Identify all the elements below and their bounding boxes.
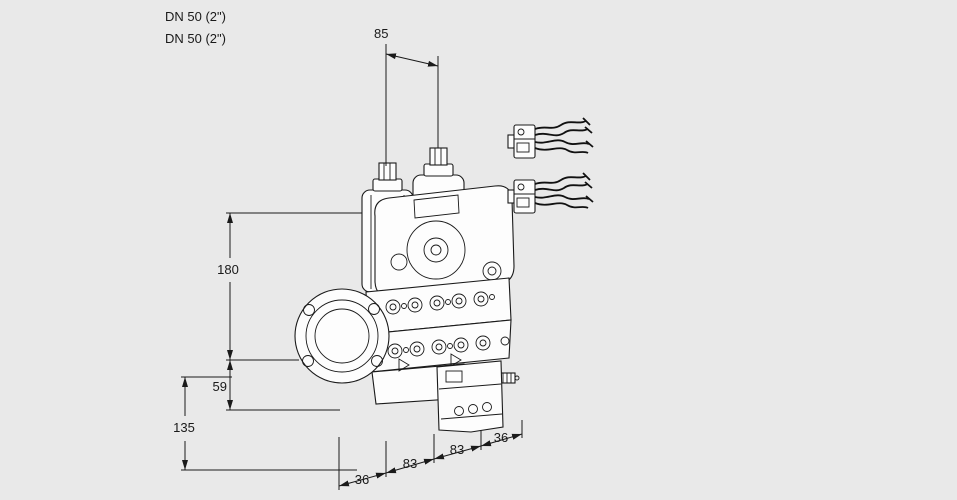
dim-59-label: 59 bbox=[213, 379, 227, 394]
flow-arrow-icon bbox=[450, 353, 462, 367]
dn-label-line2: DN 50 (2") bbox=[165, 31, 226, 46]
pipe-flange bbox=[294, 288, 390, 384]
solenoid-coil-upper bbox=[507, 117, 594, 159]
dim-180-label: 180 bbox=[217, 262, 239, 277]
pressure-regulator-block bbox=[436, 360, 504, 433]
dn-label-line1: DN 50 (2") bbox=[165, 9, 226, 24]
connection-size-labels: DN 50 (2") DN 50 (2") bbox=[165, 9, 226, 46]
dim-85-label: 85 bbox=[374, 26, 388, 41]
dimension-180: 180 bbox=[217, 212, 362, 361]
dimension-59: 59 bbox=[213, 360, 340, 411]
dimension-chain-bottom: 36 83 83 36 bbox=[338, 420, 523, 490]
dimension-85: 85 bbox=[374, 26, 439, 166]
dim-83-left-label: 83 bbox=[403, 456, 417, 471]
flow-arrow-icon bbox=[398, 358, 410, 372]
dim-83-right-label: 83 bbox=[450, 442, 464, 457]
solenoid-coil-lower bbox=[507, 172, 594, 214]
dim-135-label: 135 bbox=[173, 420, 195, 435]
dimension-135: 135 bbox=[173, 376, 357, 471]
manifold-body bbox=[365, 277, 520, 405]
valve-assembly bbox=[294, 117, 594, 433]
dim-36-right-label: 36 bbox=[494, 430, 508, 445]
dim-36-left-label: 36 bbox=[355, 472, 369, 487]
